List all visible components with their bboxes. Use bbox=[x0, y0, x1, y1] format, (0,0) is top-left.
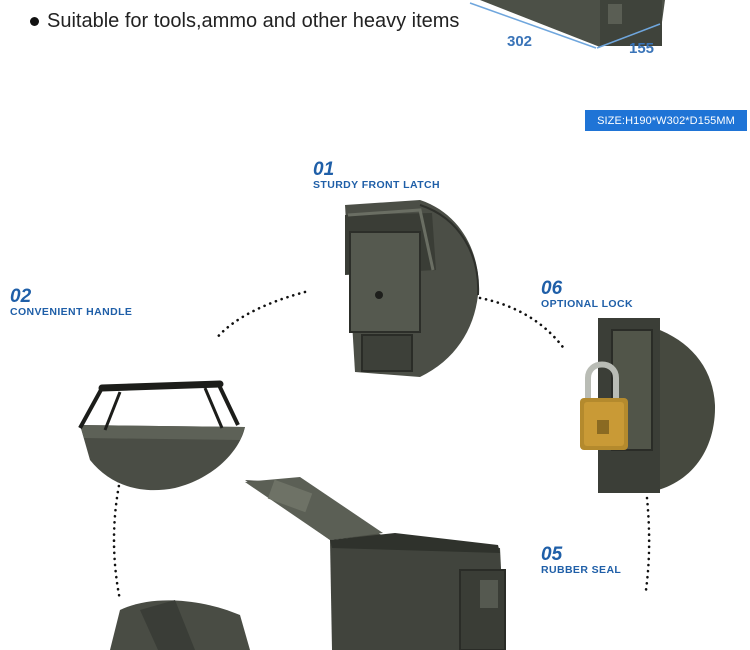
latch-closeup-image bbox=[345, 200, 480, 377]
feature-number: 06 bbox=[541, 278, 563, 299]
feature-label: OPTIONAL LOCK bbox=[541, 298, 633, 310]
feature-number: 02 bbox=[10, 286, 32, 307]
feature-lock: 06 OPTIONAL LOCK bbox=[541, 279, 633, 310]
dotted-connectors bbox=[112, 290, 651, 602]
feature-label: STURDY FRONT LATCH bbox=[313, 179, 440, 191]
dimension-box-drawing bbox=[469, 0, 665, 49]
rubber-seal-closeup-image bbox=[110, 600, 250, 650]
size-badge: SIZE:H190*W302*D155MM bbox=[585, 110, 747, 131]
bullet-dot-icon bbox=[30, 17, 39, 26]
feature-handle: 02 CONVENIENT HANDLE bbox=[10, 287, 132, 318]
bullet-text: Suitable for tools,ammo and other heavy … bbox=[47, 10, 460, 32]
handle-closeup-image bbox=[78, 380, 245, 491]
feature-latch: 01 STURDY FRONT LATCH bbox=[313, 160, 440, 191]
feature-number: 01 bbox=[313, 159, 335, 180]
feature-number: 05 bbox=[541, 544, 563, 565]
feature-label: CONVENIENT HANDLE bbox=[10, 306, 133, 318]
dimension-width-label: 302 bbox=[507, 33, 533, 50]
feature-rubber-seal: 05 RUBBER SEAL bbox=[541, 545, 621, 576]
feature-bullet: Suitable for tools,ammo and other heavy … bbox=[30, 10, 459, 33]
lock-closeup-image bbox=[580, 318, 716, 493]
dimension-depth-label: 155 bbox=[629, 40, 655, 57]
feature-label: RUBBER SEAL bbox=[541, 564, 622, 576]
open-box-image bbox=[245, 477, 506, 650]
